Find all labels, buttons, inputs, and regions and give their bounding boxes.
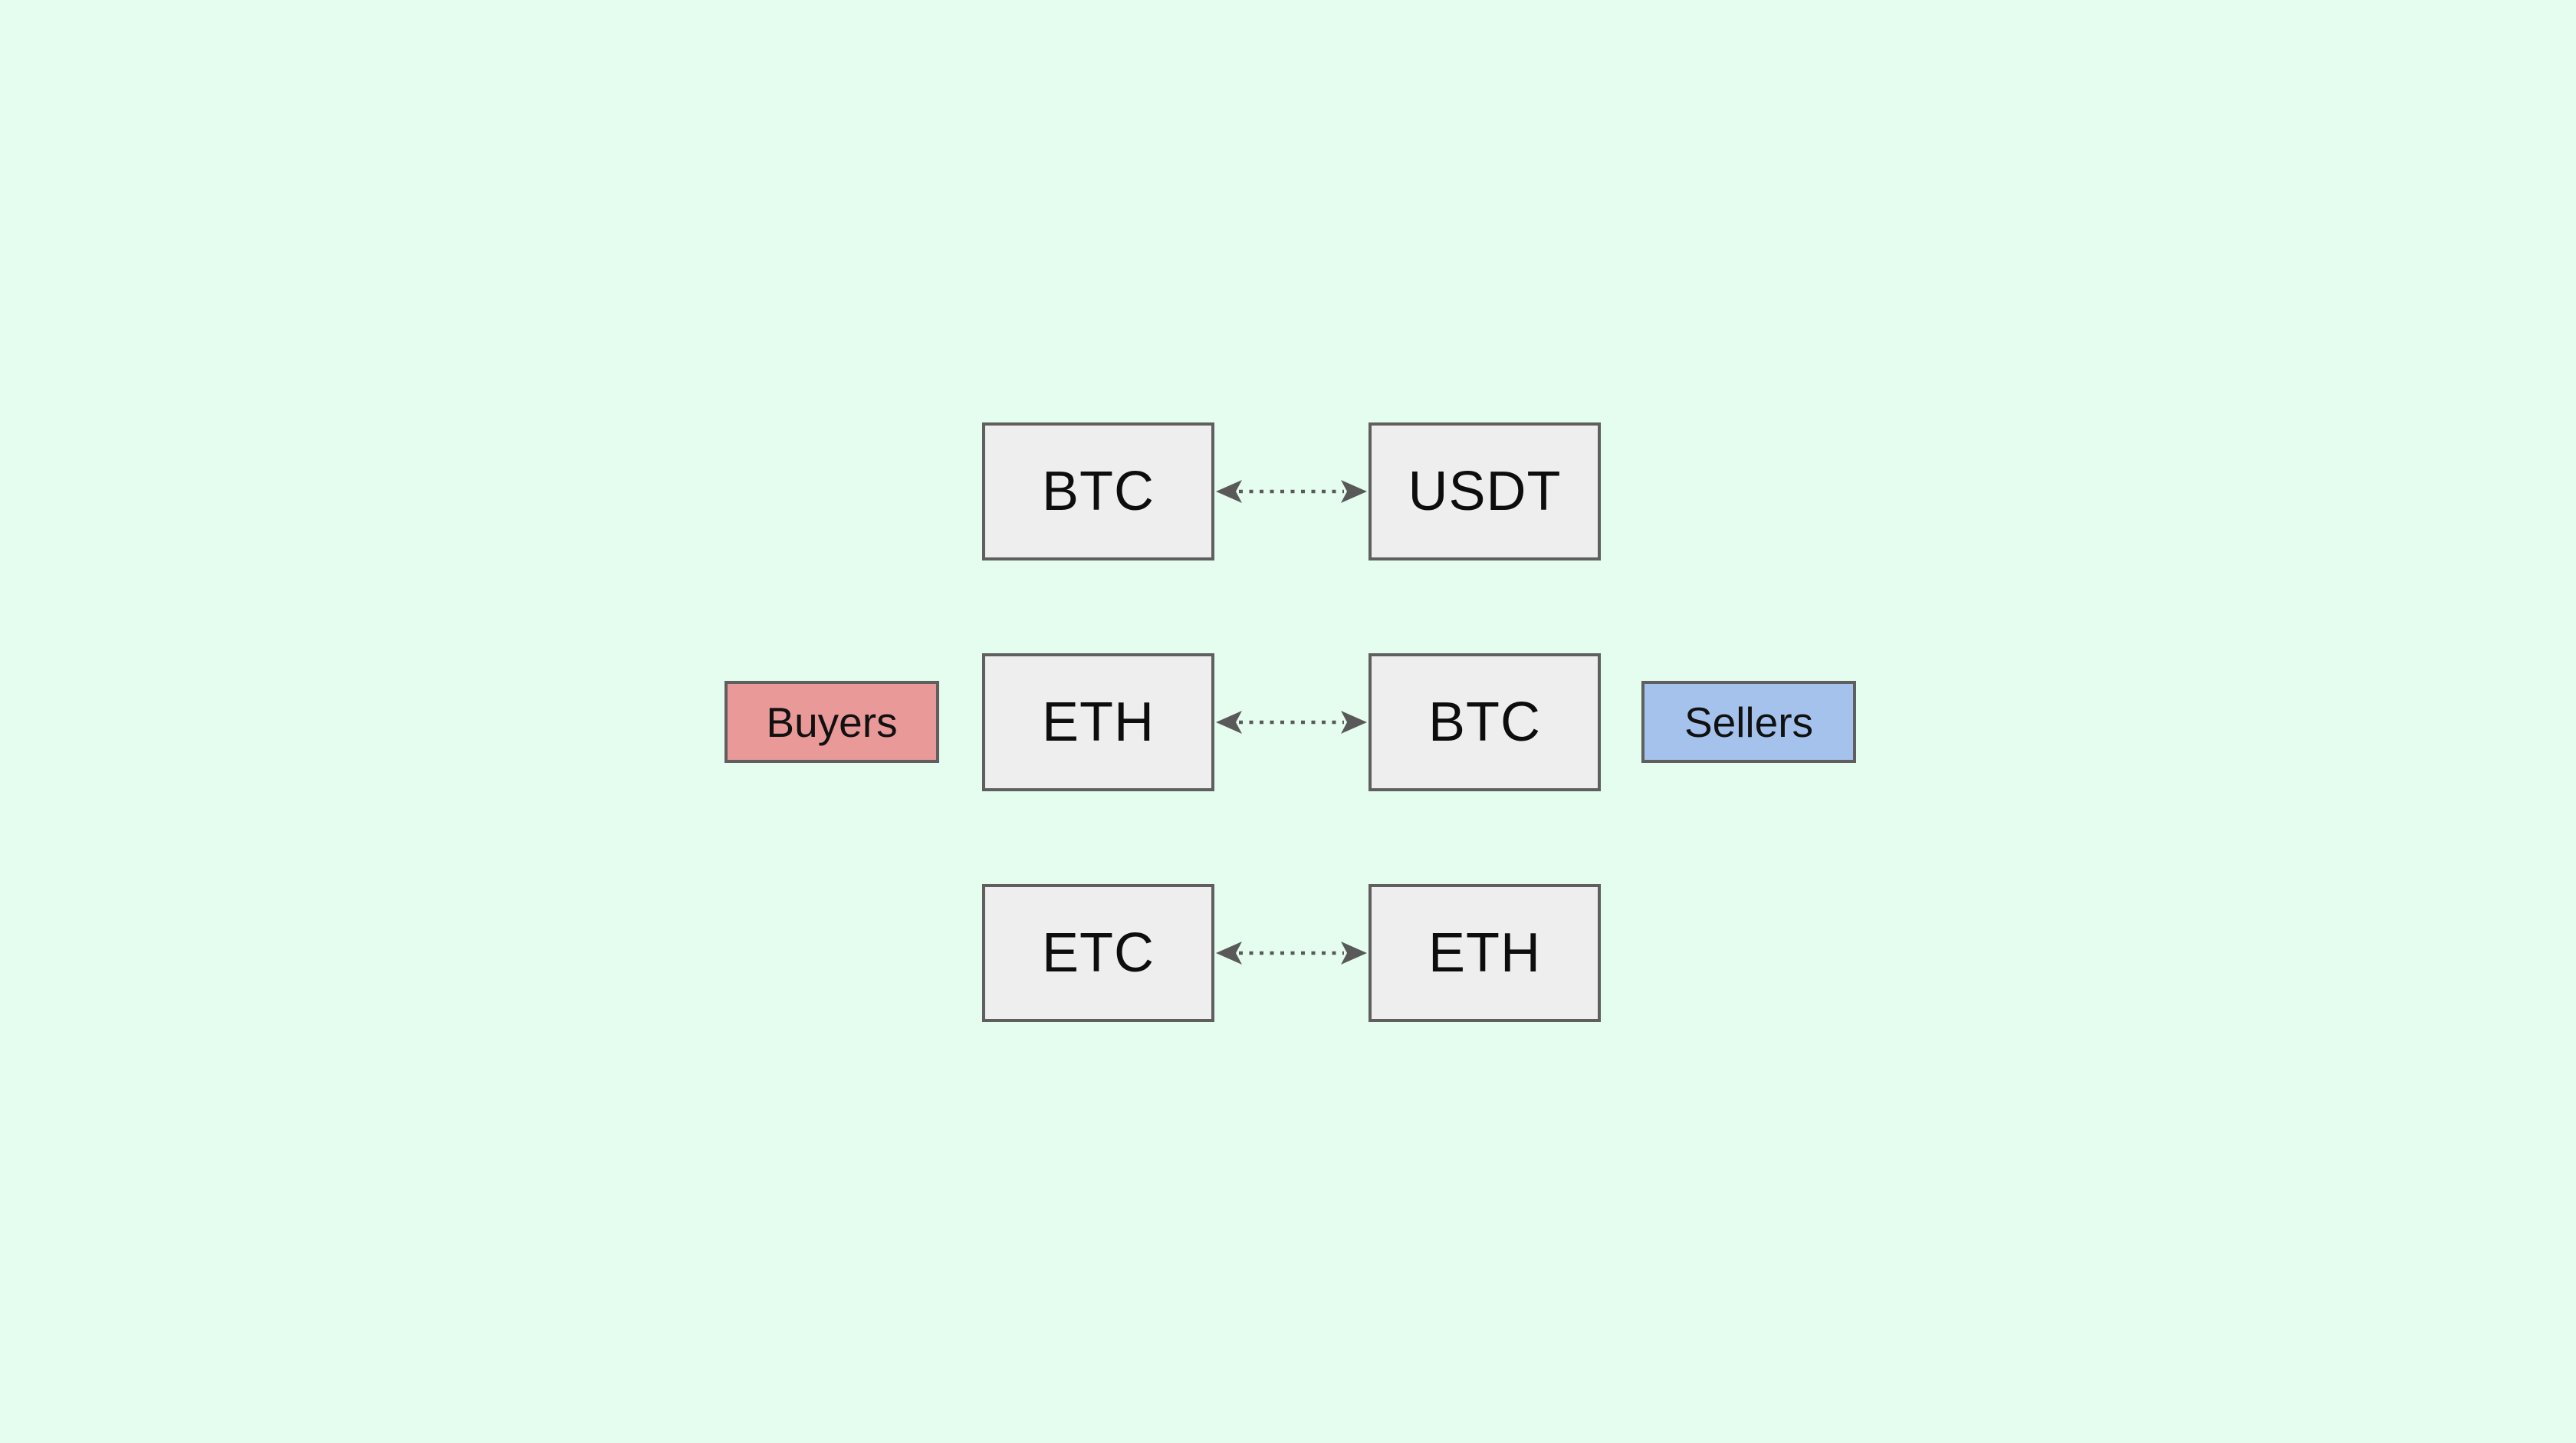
sellers-label: Sellers: [1684, 698, 1814, 746]
double-arrow-icon: [1216, 942, 1367, 965]
node-etc-row3: ETC: [982, 884, 1214, 1022]
node-label: ETH: [1042, 692, 1155, 753]
buyers-label-box: Buyers: [724, 681, 939, 763]
arrowhead-left-icon: [1216, 480, 1242, 503]
arrowhead-right-icon: [1341, 480, 1367, 503]
node-label: USDT: [1408, 461, 1562, 522]
arrowhead-left-icon: [1216, 711, 1242, 734]
arrowhead-right-icon: [1341, 942, 1367, 965]
node-btc-row1: BTC: [982, 422, 1214, 560]
dotted-double-arrow-row2: [1214, 707, 1368, 738]
dotted-double-arrow-row1: [1214, 476, 1368, 507]
arrowhead-left-icon: [1216, 942, 1242, 965]
arrowhead-right-icon: [1341, 711, 1367, 734]
double-arrow-icon: [1216, 711, 1367, 734]
dotted-double-arrow-row3: [1214, 938, 1368, 968]
node-label: BTC: [1042, 461, 1155, 522]
double-arrow-icon: [1216, 480, 1367, 503]
buyers-label: Buyers: [766, 698, 898, 746]
node-label: ETC: [1042, 922, 1155, 984]
sellers-label-box: Sellers: [1641, 681, 1856, 763]
node-label: ETH: [1428, 922, 1541, 984]
node-label: BTC: [1428, 692, 1541, 753]
node-usdt-row1: USDT: [1368, 422, 1601, 560]
node-eth-row3: ETH: [1368, 884, 1601, 1022]
node-btc-row2: BTC: [1368, 653, 1601, 791]
node-eth-row2: ETH: [982, 653, 1214, 791]
